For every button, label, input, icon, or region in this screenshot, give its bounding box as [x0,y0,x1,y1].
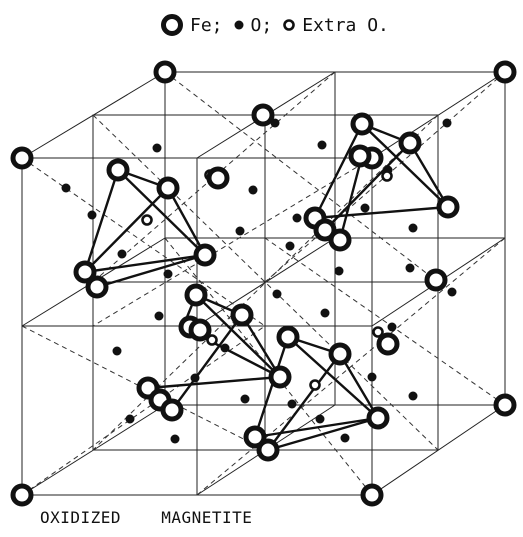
legend-fe: Fe; [160,13,223,37]
fe-atom-icon [161,14,183,36]
oxygen-atom-icon [234,20,244,30]
extra-oxygen-icon [283,19,296,31]
legend: Fe; O; Extra O. [160,8,389,42]
legend-oxygen: O; [233,14,273,36]
fe-atoms [10,60,517,507]
tetrahedra [83,122,450,452]
diagram-caption: OXIDIZED MAGNETITE [40,508,282,527]
legend-fe-label: Fe; [190,14,223,36]
legend-extra-label: Extra O. [302,14,389,36]
caption-word-magnetite: MAGNETITE [161,508,253,527]
legend-oxygen-label: O; [250,14,273,36]
oxygen-atoms [61,118,457,444]
extra-oxygen-atoms [141,169,393,391]
caption-word-oxidized: OXIDIZED [40,508,122,527]
legend-extra-oxygen: Extra O. [282,15,389,36]
